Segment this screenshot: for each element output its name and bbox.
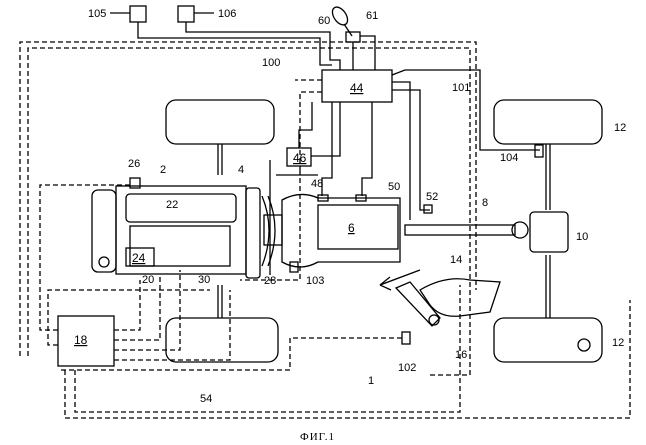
sensor-102 [402, 332, 410, 344]
differential-10 [530, 212, 568, 252]
label-18: 18 [74, 333, 88, 347]
label-16: 16 [455, 349, 467, 361]
label-8: 8 [482, 197, 488, 209]
label-22: 22 [166, 199, 178, 211]
label-1: 1 [368, 375, 374, 387]
wheel-front-right [494, 100, 602, 144]
label-50: 50 [388, 181, 400, 193]
label-100: 100 [262, 57, 280, 69]
label-6: 6 [348, 221, 355, 235]
label-28: 28 [264, 275, 276, 287]
label-60: 60 [318, 15, 330, 27]
label-52: 52 [426, 191, 438, 203]
label-105: 105 [88, 8, 106, 20]
pedal-16 [396, 282, 440, 326]
radiator [92, 190, 116, 272]
label-102: 102 [398, 362, 416, 374]
label-44: 44 [350, 81, 364, 95]
bottom-dashed-line-2 [75, 285, 460, 412]
wheel-rear-right [494, 318, 602, 362]
label-30: 30 [198, 274, 210, 286]
sensor-105 [130, 6, 146, 22]
gear-knob [329, 4, 350, 27]
label-48: 48 [311, 178, 323, 190]
sensor-104 [535, 145, 543, 157]
label-14: 14 [450, 254, 462, 266]
label-103: 103 [306, 275, 324, 287]
wheel-rear-left [166, 318, 278, 362]
label-20: 20 [142, 274, 154, 286]
label-12-bottom: 12 [612, 337, 624, 349]
label-46: 46 [293, 151, 307, 165]
outer-dashed-loop-2 [20, 42, 476, 356]
sensor-52 [424, 205, 432, 213]
wheel-front-left [166, 100, 274, 144]
driveshaft-8 [405, 225, 515, 235]
outer-dashed-loop [28, 48, 470, 375]
label-4: 4 [238, 164, 244, 176]
label-2: 2 [160, 164, 166, 176]
label-104: 104 [500, 152, 518, 164]
sensor-106 [178, 6, 194, 22]
label-10: 10 [576, 231, 588, 243]
label-101: 101 [452, 82, 470, 94]
label-54: 54 [200, 393, 212, 405]
figure-caption: ФИГ.1 [300, 431, 335, 443]
gear-shift-61 [346, 32, 360, 42]
label-61: 61 [366, 10, 378, 22]
label-26: 26 [128, 158, 140, 170]
label-106: 106 [218, 8, 236, 20]
label-24: 24 [132, 251, 146, 265]
label-12-top: 12 [614, 122, 626, 134]
